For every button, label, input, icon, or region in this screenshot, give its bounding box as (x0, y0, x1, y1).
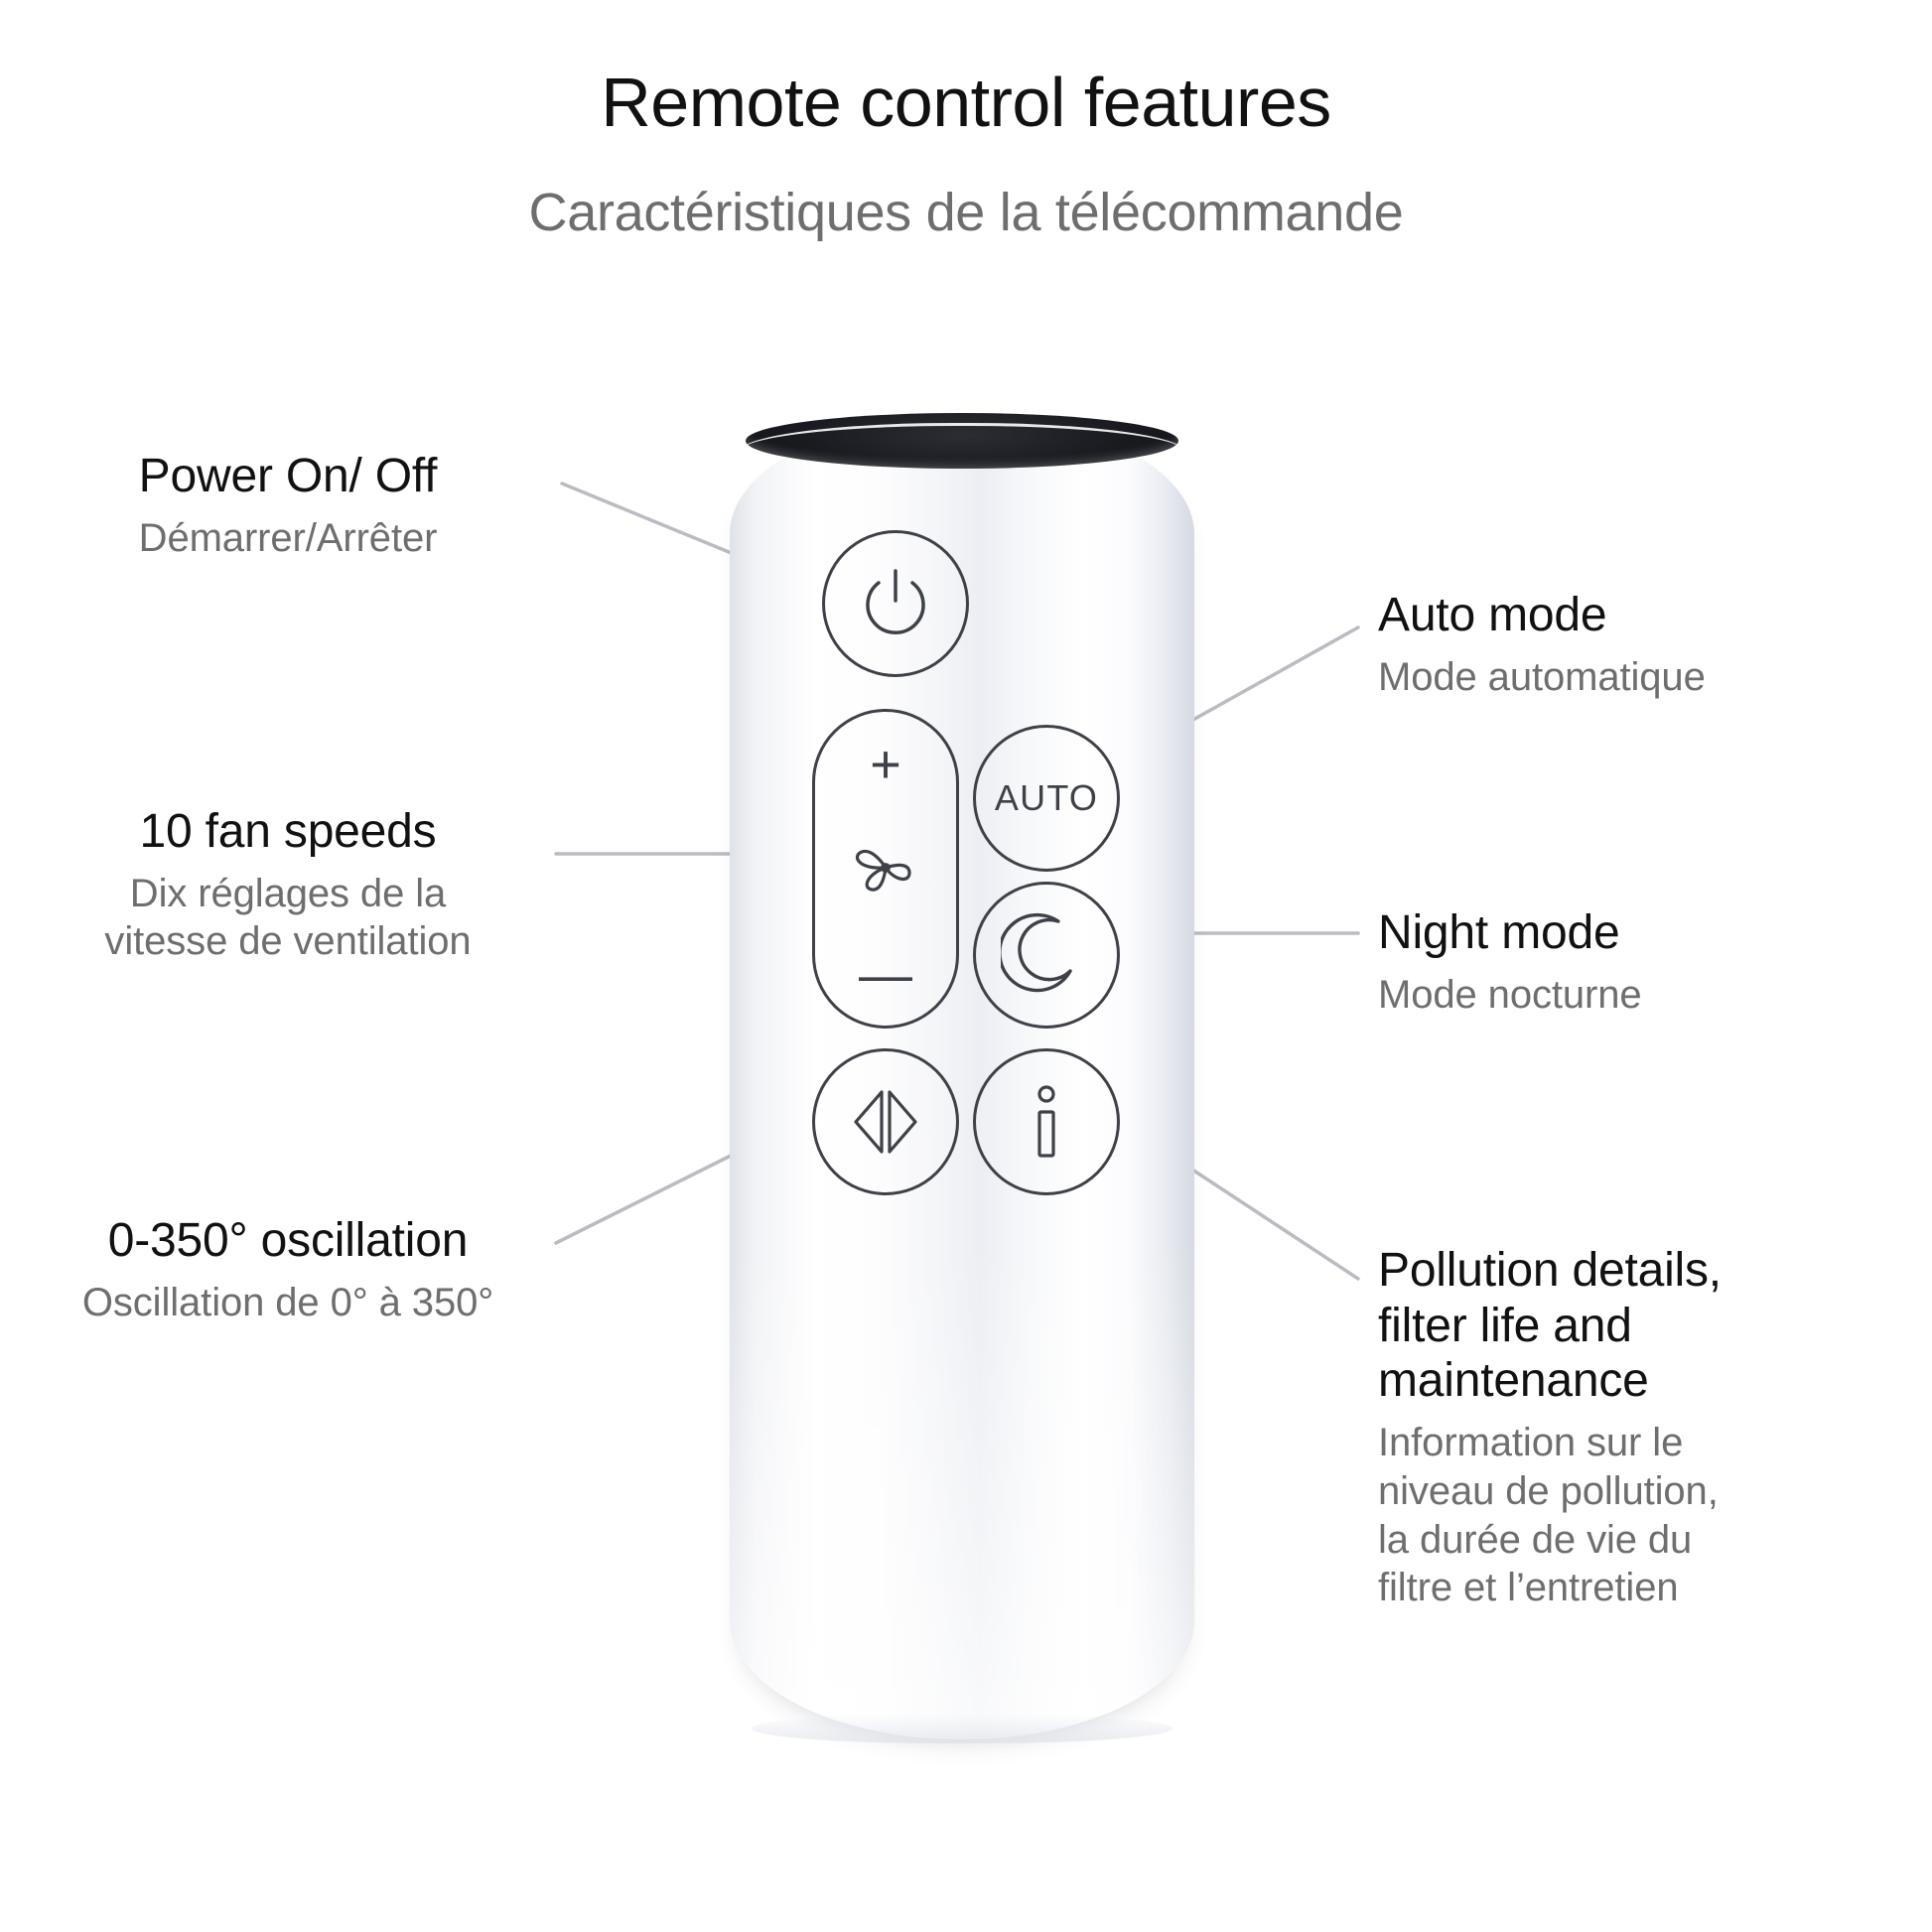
crescent-moon-icon (1001, 909, 1092, 1001)
info-button[interactable] (973, 1048, 1120, 1195)
callout-auto-mode-label-fr: Mode automatique (1378, 654, 1706, 699)
remote-bottom-edge (752, 1714, 1173, 1743)
remote-control-device: + — AUTO (730, 413, 1194, 1743)
callout-auto-mode: Auto mode Mode automatique (1378, 588, 1894, 701)
auto-text: AUTO (994, 777, 1099, 818)
left-right-arrows-icon (842, 1078, 929, 1166)
callout-oscillation-label-fr: Oscillation de 0° à 350° (81, 1280, 494, 1324)
callout-night-mode-label-en: Night mode (1378, 906, 1620, 959)
callout-power-label-fr: Démarrer/Arrêter (138, 515, 438, 560)
oscillation-button[interactable] (812, 1048, 959, 1195)
plus-icon[interactable]: + (870, 735, 901, 794)
page-title: Remote control features (601, 64, 1331, 141)
power-button[interactable] (822, 530, 969, 677)
callout-fan-speeds-label-fr: Dix réglages de la vitesse de ventilatio… (104, 871, 472, 964)
page-subtitle-french: Caractéristiques de la télécommande (528, 183, 1404, 242)
callout-pollution-details-label-en: Pollution details, filter life and maint… (1378, 1244, 1722, 1408)
callout-power: Power On/ Off Démarrer/Arrêter (60, 449, 516, 562)
callout-pollution-details-label-fr: Information sur le niveau de pollution, … (1378, 1421, 1719, 1610)
callout-auto-mode-label-en: Auto mode (1378, 589, 1607, 641)
information-i-icon (1019, 1080, 1074, 1164)
callout-power-label-en: Power On/ Off (138, 450, 438, 502)
power-icon (853, 561, 938, 646)
night-mode-button[interactable] (973, 882, 1120, 1029)
auto-mode-button[interactable]: AUTO (973, 725, 1120, 872)
fan-icon (844, 826, 927, 914)
callout-oscillation-label-en: 0-350° oscillation (107, 1214, 469, 1267)
minus-icon[interactable]: — (859, 945, 912, 1005)
callout-fan-speeds-label-en: 10 fan speeds (139, 805, 437, 858)
remote-top-rim (740, 423, 1184, 481)
fan-speed-pill[interactable]: + — (812, 709, 959, 1029)
callout-oscillation: 0-350° oscillation Oscillation de 0° à 3… (20, 1213, 556, 1326)
callout-night-mode: Night mode Mode nocturne (1378, 905, 1894, 1019)
callout-fan-speeds: 10 fan speeds Dix réglages de la vitesse… (40, 804, 536, 966)
callout-night-mode-label-fr: Mode nocturne (1378, 972, 1642, 1017)
remote-gloss-highlight (730, 415, 1194, 1739)
callout-pollution-details: Pollution details, filter life and maint… (1378, 1243, 1845, 1612)
